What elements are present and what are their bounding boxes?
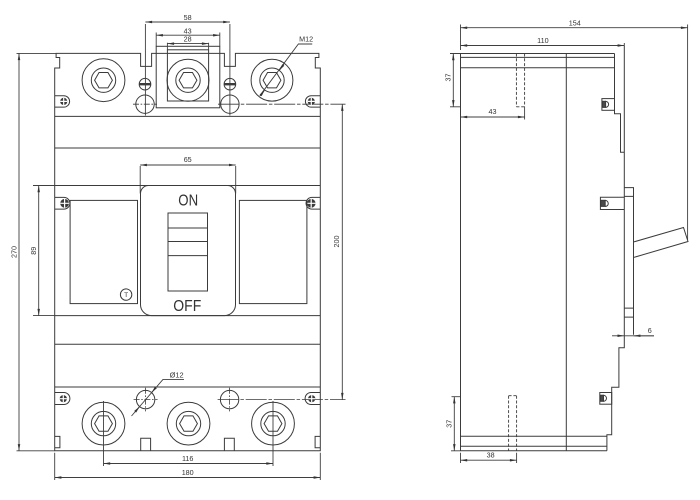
svg-text:89: 89 xyxy=(29,247,38,255)
svg-text:65: 65 xyxy=(184,155,192,164)
svg-text:Ø12: Ø12 xyxy=(170,371,184,380)
svg-text:6: 6 xyxy=(648,326,652,335)
svg-text:37: 37 xyxy=(443,74,452,82)
svg-text:43: 43 xyxy=(489,107,497,116)
svg-text:110: 110 xyxy=(537,36,548,45)
svg-text:T: T xyxy=(124,292,128,299)
svg-text:200: 200 xyxy=(332,236,341,248)
svg-text:ON: ON xyxy=(178,192,198,209)
svg-text:180: 180 xyxy=(182,468,194,477)
svg-text:OFF: OFF xyxy=(173,298,201,315)
svg-text:M12: M12 xyxy=(299,35,313,44)
svg-text:28: 28 xyxy=(184,34,192,43)
svg-text:116: 116 xyxy=(182,454,193,463)
svg-text:38: 38 xyxy=(487,451,495,460)
svg-text:58: 58 xyxy=(184,13,192,22)
svg-text:43: 43 xyxy=(184,26,192,35)
svg-text:37: 37 xyxy=(444,420,453,428)
svg-text:154: 154 xyxy=(569,18,581,27)
svg-text:270: 270 xyxy=(9,246,18,258)
